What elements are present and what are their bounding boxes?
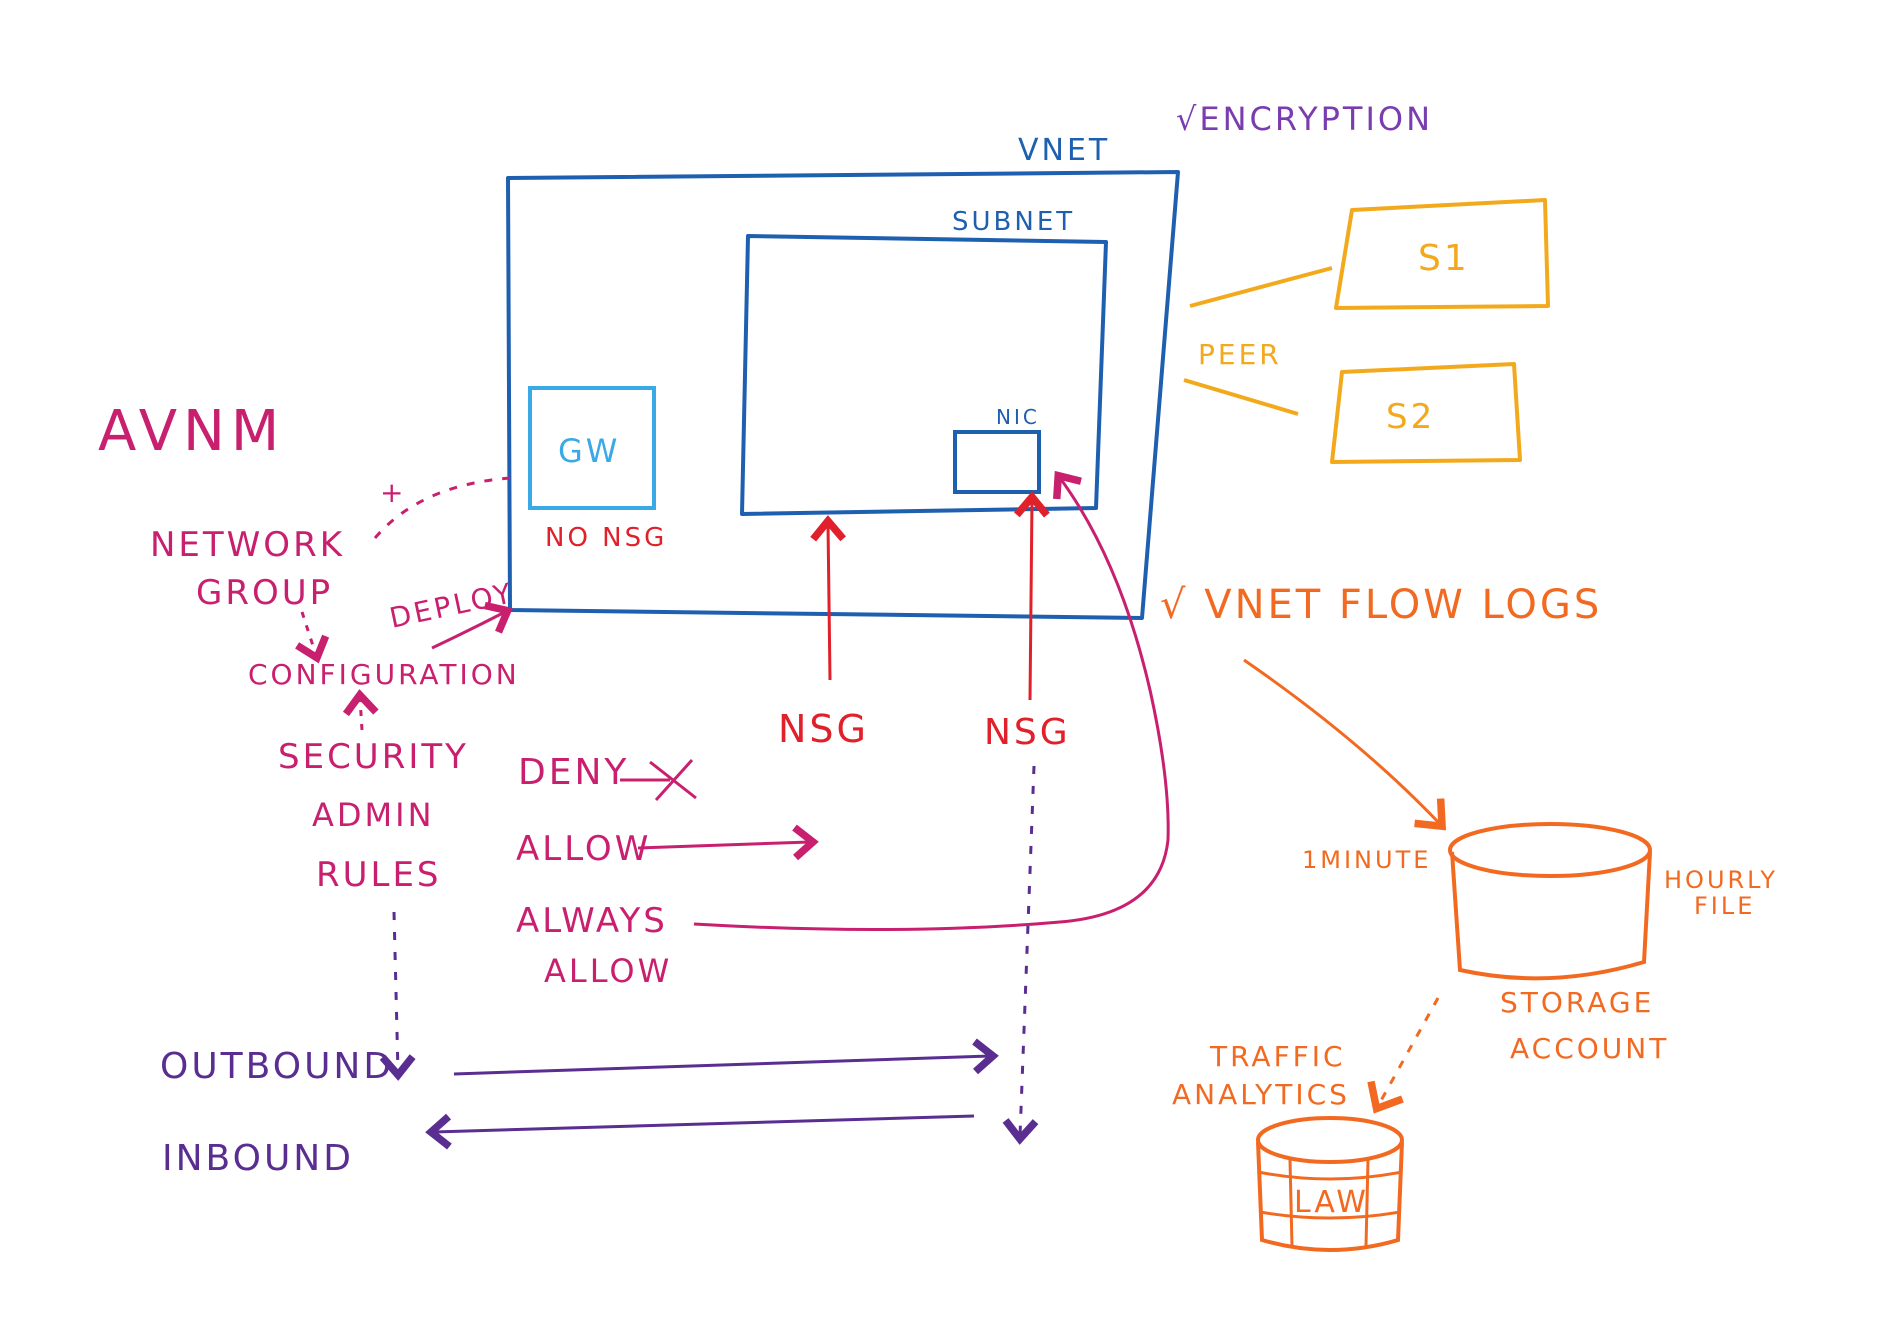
gateway-label: GW — [558, 432, 620, 470]
nsg-subnet-label: NSG — [778, 707, 869, 751]
rules-to-config-arrow — [342, 689, 379, 731]
gateway-box — [528, 386, 656, 510]
outbound-arrow — [453, 1038, 999, 1076]
peer-vnet-s2-label: S2 — [1386, 397, 1435, 437]
nsg-nic-arrow — [1013, 491, 1050, 701]
storage-account-label-2: ACCOUNT — [1510, 1032, 1669, 1065]
vnet-label: VNET — [1018, 133, 1110, 168]
network-group-label-2: GROUP — [196, 573, 333, 613]
nsg-subnet-arrow — [810, 515, 847, 681]
security-admin-rules-label-2: ADMIN — [312, 796, 435, 834]
network-group-label: NETWORK — [150, 525, 345, 565]
nsg-to-inbound-arrow — [1002, 765, 1039, 1145]
nsg-nic-label: NSG — [984, 712, 1071, 753]
log-analytics-workspace-cylinder — [1256, 1116, 1404, 1252]
network-group-to-gateway-link — [373, 476, 511, 539]
deploy-arrow — [431, 601, 513, 650]
peer-link-s2 — [1183, 378, 1299, 416]
inbound-arrow — [425, 1113, 975, 1150]
nic-box — [953, 430, 1041, 494]
allow-label: ALLOW — [516, 829, 651, 869]
encryption-label: √ENCRYPTION — [1176, 100, 1433, 138]
security-admin-rules-label-1: SECURITY — [278, 737, 469, 777]
traffic-analytics-label-2: ANALYTICS — [1172, 1078, 1350, 1111]
security-admin-rules-label-3: RULES — [316, 855, 442, 895]
peer-label: PEER — [1198, 338, 1282, 371]
no-nsg-label: NO NSG — [545, 523, 667, 553]
peer-link-s1 — [1189, 266, 1333, 308]
nic-label: NIC — [996, 405, 1040, 429]
traffic-analytics-label-1: TRAFFIC — [1209, 1040, 1346, 1073]
flow-logs-to-storage-arrow — [1243, 658, 1447, 831]
hourly-file-label-1: HOURLY — [1664, 866, 1778, 894]
one-minute-label: 1MINUTE — [1302, 846, 1431, 874]
always-allow-label-1: ALWAYS — [516, 901, 668, 941]
rules-to-outbound-arrow — [379, 911, 416, 1081]
inbound-label: INBOUND — [162, 1138, 354, 1179]
hourly-file-label-2: FILE — [1694, 892, 1755, 920]
vnet-flow-logs-label: √ VNET FLOW LOGS — [1160, 582, 1602, 628]
storage-account-label-1: STORAGE — [1500, 986, 1654, 1019]
peer-vnet-s1-label: S1 — [1418, 238, 1470, 279]
subnet-label: SUBNET — [952, 207, 1075, 237]
outbound-label: OUTBOUND — [160, 1046, 394, 1087]
peer-vnet-s2-box — [1330, 362, 1522, 464]
subnet-box — [740, 234, 1108, 516]
law-label: LAW — [1294, 1185, 1369, 1220]
deny-label: DENY — [518, 752, 629, 793]
plus-label: + — [380, 476, 406, 509]
storage-account-cylinder — [1448, 822, 1652, 981]
deploy-label: DEPLOY — [387, 576, 517, 635]
deny-x-icon — [649, 758, 697, 802]
vnet-box — [506, 170, 1180, 620]
peer-vnet-s1-box — [1334, 198, 1550, 310]
configuration-label: CONFIGURATION — [248, 658, 520, 691]
always-allow-arrow — [693, 470, 1170, 932]
always-allow-label-2: ALLOW — [544, 952, 672, 990]
storage-to-law-arrow — [1367, 997, 1440, 1114]
group-to-config-arrow — [295, 611, 330, 664]
avnm-label: AVNM — [98, 399, 285, 464]
allow-arrow — [637, 824, 819, 861]
